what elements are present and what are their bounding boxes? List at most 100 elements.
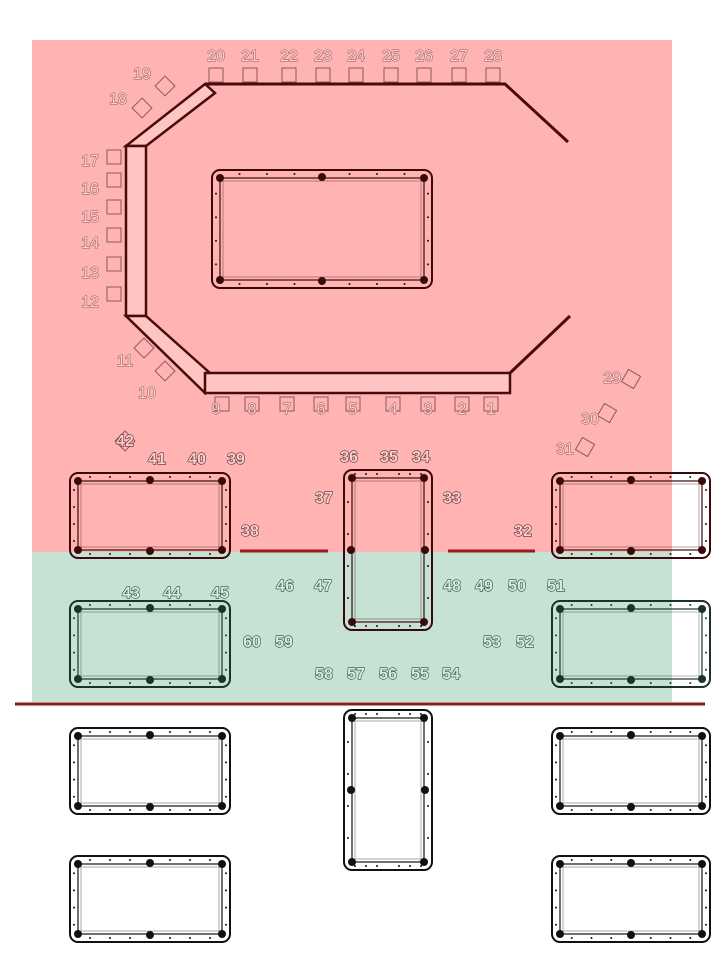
pocket-icon xyxy=(698,802,706,810)
pocket-icon xyxy=(218,477,226,485)
seat-number-48: 48 xyxy=(443,578,461,595)
pool-table[interactable] xyxy=(343,709,433,871)
pocket-icon xyxy=(146,859,154,867)
pool-table[interactable] xyxy=(551,727,711,815)
seat-number-46: 46 xyxy=(276,578,294,595)
pocket-icon xyxy=(74,802,82,810)
pocket-icon xyxy=(556,605,564,613)
pocket-icon xyxy=(420,858,428,866)
pocket-icon xyxy=(218,802,226,810)
pocket-icon xyxy=(74,675,82,683)
seat-number-12: 12 xyxy=(81,294,99,311)
pocket-icon xyxy=(74,477,82,485)
seat-marker[interactable] xyxy=(574,436,596,458)
pool-table[interactable] xyxy=(551,600,711,688)
pocket-icon xyxy=(556,546,564,554)
seat-number-2: 2 xyxy=(458,401,467,418)
pocket-icon xyxy=(421,546,429,554)
pocket-icon xyxy=(698,546,706,554)
seat-marker[interactable] xyxy=(416,67,432,83)
pocket-icon xyxy=(420,714,428,722)
seat-number-23: 23 xyxy=(314,48,332,65)
pocket-icon xyxy=(318,173,326,181)
seat-number-58: 58 xyxy=(315,666,333,683)
pocket-icon xyxy=(216,276,224,284)
seat-number-47: 47 xyxy=(314,578,332,595)
pool-table[interactable] xyxy=(551,472,711,559)
seat-marker[interactable] xyxy=(106,227,122,243)
seat-marker[interactable] xyxy=(106,199,122,215)
pocket-icon xyxy=(146,604,154,612)
pocket-icon xyxy=(627,731,635,739)
seat-marker[interactable] xyxy=(106,256,122,272)
seat-marker[interactable] xyxy=(133,337,155,359)
seat-marker[interactable] xyxy=(315,67,331,83)
pocket-icon xyxy=(146,676,154,684)
seat-number-17: 17 xyxy=(81,153,99,170)
pocket-icon xyxy=(627,859,635,867)
seat-number-40: 40 xyxy=(188,451,206,468)
pocket-icon xyxy=(74,605,82,613)
seat-marker[interactable] xyxy=(154,75,176,97)
pocket-icon xyxy=(627,676,635,684)
pocket-icon xyxy=(627,476,635,484)
seat-marker[interactable] xyxy=(106,286,122,302)
seat-number-11: 11 xyxy=(117,353,134,370)
pool-table[interactable] xyxy=(69,600,231,688)
seat-number-28: 28 xyxy=(484,48,502,65)
seat-number-53: 53 xyxy=(483,634,501,651)
seat-marker[interactable] xyxy=(483,396,499,412)
pocket-icon xyxy=(698,930,706,938)
seat-number-4: 4 xyxy=(389,401,398,418)
seat-marker[interactable] xyxy=(154,360,176,382)
pocket-icon xyxy=(146,803,154,811)
seat-marker[interactable] xyxy=(348,67,364,83)
seat-marker[interactable] xyxy=(281,67,297,83)
pocket-icon xyxy=(218,860,226,868)
pool-table[interactable] xyxy=(343,469,433,631)
pool-table[interactable] xyxy=(69,472,231,559)
seat-marker[interactable] xyxy=(106,172,122,188)
seat-marker[interactable] xyxy=(420,396,436,412)
seat-number-56: 56 xyxy=(379,666,397,683)
pocket-icon xyxy=(347,546,355,554)
seat-marker[interactable] xyxy=(242,67,258,83)
pool-table[interactable] xyxy=(211,169,433,289)
seat-marker[interactable] xyxy=(208,67,224,83)
pocket-icon xyxy=(556,930,564,938)
seat-number-57: 57 xyxy=(347,666,365,683)
seat-marker[interactable] xyxy=(313,396,329,412)
pocket-icon xyxy=(216,174,224,182)
pocket-icon xyxy=(420,276,428,284)
pool-table[interactable] xyxy=(69,727,231,815)
pocket-icon xyxy=(627,604,635,612)
pocket-icon xyxy=(348,474,356,482)
pool-table[interactable] xyxy=(551,855,711,943)
seat-marker[interactable] xyxy=(451,67,467,83)
pocket-icon xyxy=(146,731,154,739)
seat-marker[interactable] xyxy=(385,396,401,412)
seat-marker[interactable] xyxy=(620,368,642,390)
seat-number-30: 30 xyxy=(581,411,599,428)
seat-marker[interactable] xyxy=(279,396,295,412)
seat-number-54: 54 xyxy=(442,666,460,683)
seat-marker[interactable] xyxy=(214,396,230,412)
pocket-icon xyxy=(627,547,635,555)
seat-number-34: 34 xyxy=(412,449,430,466)
seat-number-59: 59 xyxy=(275,634,293,651)
seat-marker[interactable] xyxy=(131,97,153,119)
seat-number-39: 39 xyxy=(227,451,245,468)
pool-table[interactable] xyxy=(69,855,231,943)
seat-marker[interactable] xyxy=(596,402,618,424)
seat-number-49: 49 xyxy=(475,578,493,595)
seat-marker[interactable] xyxy=(454,396,470,412)
seat-marker[interactable] xyxy=(345,396,361,412)
seat-marker[interactable] xyxy=(485,67,501,83)
seat-marker[interactable] xyxy=(106,149,122,165)
seat-marker[interactable] xyxy=(244,396,260,412)
seat-number-13: 13 xyxy=(81,265,99,282)
seat-marker[interactable] xyxy=(114,430,136,452)
seat-marker[interactable] xyxy=(383,67,399,83)
seat-number-32: 32 xyxy=(514,523,532,540)
